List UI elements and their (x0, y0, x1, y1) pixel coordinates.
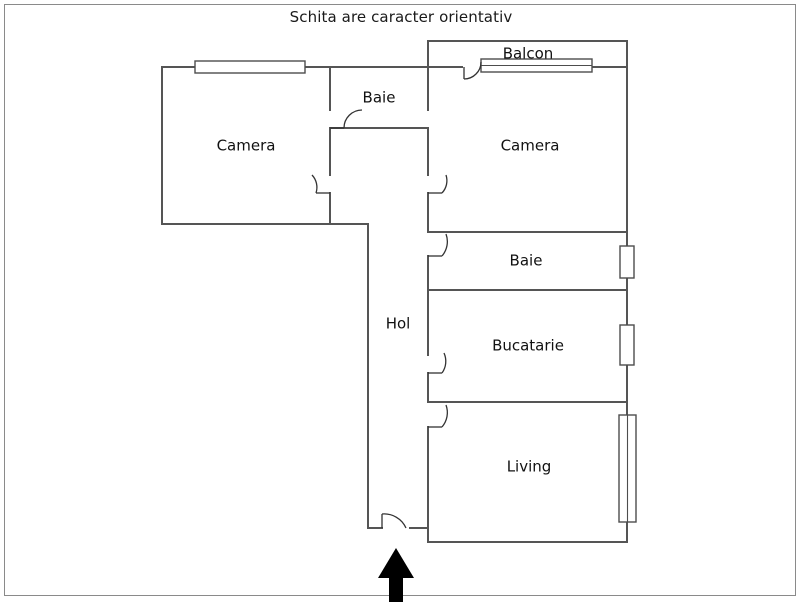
door-entrance (381, 513, 407, 529)
room-label-camera-right: Camera (501, 137, 560, 155)
window-group (194, 58, 637, 523)
wall-group (161, 40, 628, 543)
window-baie-right (619, 245, 635, 279)
door-camera-left (311, 174, 330, 194)
door-balcon (463, 61, 482, 80)
room-label-hol: Hol (386, 315, 411, 333)
room-label-baie-top: Baie (363, 89, 396, 107)
window-balcon (480, 58, 593, 73)
window-camera-left (194, 60, 306, 74)
door-baie-top (330, 109, 363, 129)
window-living (618, 414, 637, 523)
room-label-balcon: Balcon (503, 45, 554, 63)
door-group (311, 61, 482, 529)
room-label-bucatarie: Bucatarie (492, 337, 564, 355)
entry-arrow (378, 548, 414, 602)
door-living (428, 404, 448, 428)
door-baie-right (428, 233, 448, 257)
room-label-living: Living (507, 458, 552, 476)
page-title: Schita are caracter orientativ (289, 8, 513, 26)
room-label-group: Camera Baie Balcon Camera Hol Baie Bucat… (217, 45, 564, 476)
door-camera-right (428, 174, 448, 194)
window-bucatarie (619, 324, 635, 366)
door-bucatarie (428, 352, 447, 374)
room-label-baie-right: Baie (510, 252, 543, 270)
room-label-camera-left: Camera (217, 137, 276, 155)
